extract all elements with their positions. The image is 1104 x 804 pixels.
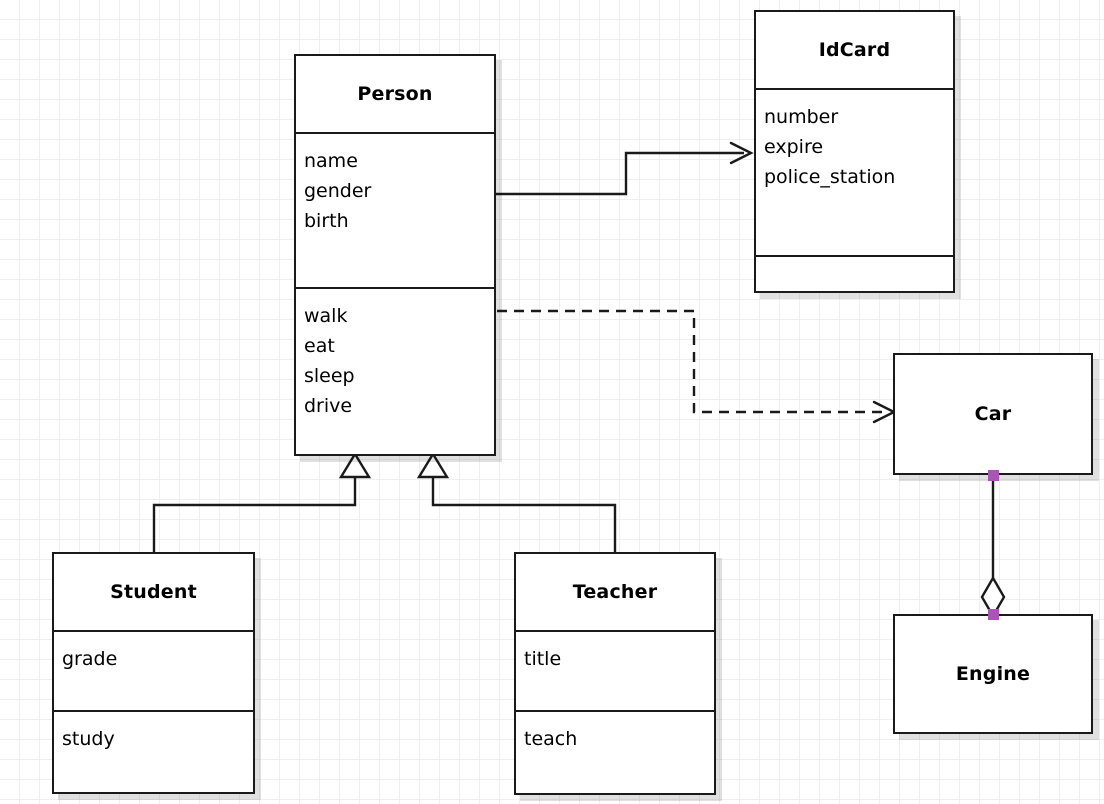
operations-person: walk eat sleep drive: [296, 287, 494, 454]
class-name-student: Student: [110, 581, 197, 603]
edge-car-engine[interactable]: [980, 474, 1006, 619]
class-box-teacher[interactable]: Teacher title teach: [514, 552, 716, 795]
edge-person-car[interactable]: [497, 309, 897, 424]
attribute-item: birth: [304, 210, 349, 232]
operations-student: study: [54, 710, 253, 792]
class-name-teacher: Teacher: [572, 581, 658, 603]
attribute-item: number: [764, 106, 839, 128]
edge-teacher-person[interactable]: [416, 451, 617, 552]
class-box-car[interactable]: Car: [893, 353, 1093, 475]
attribute-item: gender: [304, 180, 372, 202]
class-name-car: Car: [974, 403, 1012, 425]
attribute-item: grade: [62, 648, 118, 670]
attribute-item: police_station: [764, 166, 896, 188]
class-name-engine: Engine: [955, 663, 1031, 685]
edge-handle-car-end[interactable]: [988, 470, 999, 481]
class-name-idcard: IdCard: [818, 39, 891, 61]
class-name-person: Person: [357, 83, 433, 105]
attributes-student: grade: [54, 630, 253, 710]
operations-teacher: teach: [516, 710, 714, 793]
edge-student-person[interactable]: [152, 451, 372, 552]
class-box-person[interactable]: Person name gender birth walk eat sleep …: [294, 54, 496, 456]
attribute-item: name: [304, 150, 358, 172]
class-box-engine[interactable]: Engine: [893, 614, 1093, 734]
operation-item: eat: [304, 335, 335, 357]
operation-item: sleep: [304, 365, 355, 387]
edge-handle-engine-end[interactable]: [988, 609, 999, 620]
operations-idcard: [756, 255, 953, 291]
edge-person-idcard[interactable]: [495, 141, 754, 196]
class-box-idcard[interactable]: IdCard number expire police_station: [754, 10, 955, 293]
class-box-student[interactable]: Student grade study: [52, 552, 255, 794]
operation-item: study: [62, 728, 115, 750]
operation-item: walk: [304, 305, 348, 327]
operation-item: drive: [304, 395, 353, 417]
operation-item: teach: [524, 728, 578, 750]
attributes-idcard: number expire police_station: [756, 88, 953, 255]
attributes-person: name gender birth: [296, 132, 494, 287]
attribute-item: expire: [764, 136, 824, 158]
attribute-item: title: [524, 648, 562, 670]
attributes-teacher: title: [516, 630, 714, 710]
